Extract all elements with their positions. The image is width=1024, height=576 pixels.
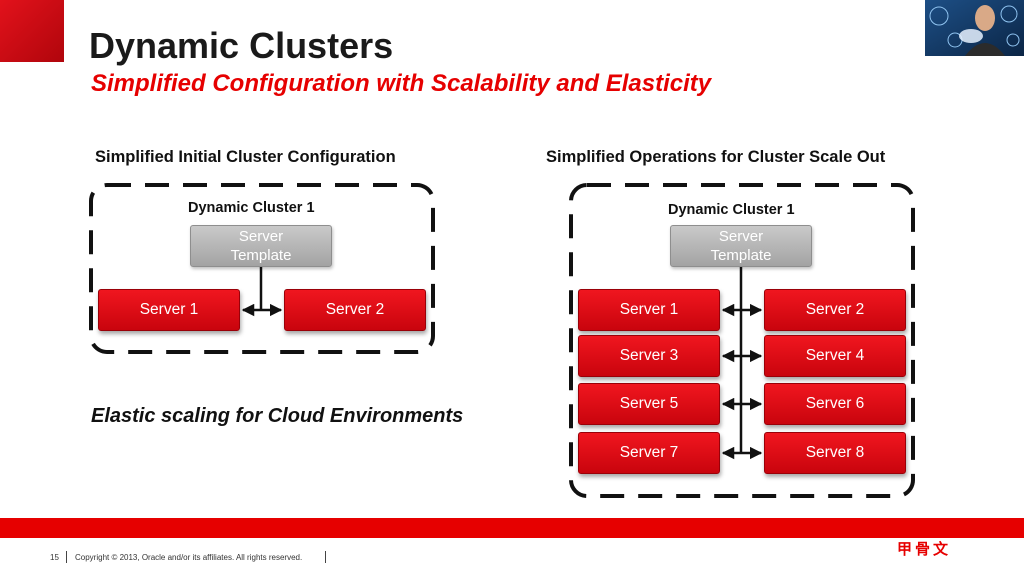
- right-server-node: Server 5: [578, 383, 720, 425]
- right-server-node: Server 7: [578, 432, 720, 474]
- oracle-chinese-logo: 甲骨文: [897, 541, 952, 558]
- right-server-node: Server 1: [578, 289, 720, 331]
- right-server-node: Server 6: [764, 383, 906, 425]
- right-server-node: Server 4: [764, 335, 906, 377]
- footer-divider: [325, 551, 326, 563]
- right-server-node: Server 2: [764, 289, 906, 331]
- left-server-template-label: Server Template: [230, 228, 292, 264]
- right-server-node: Server 8: [764, 432, 906, 474]
- right-cluster-label: Dynamic Cluster 1: [668, 202, 795, 218]
- left-server-template: Server Template: [190, 225, 332, 267]
- left-cluster-label: Dynamic Cluster 1: [188, 200, 315, 216]
- page-number: 15: [50, 553, 59, 562]
- right-server-template: Server Template: [670, 225, 812, 267]
- page-subtitle: Simplified Configuration with Scalabilit…: [91, 70, 712, 97]
- right-server-node: Server 3: [578, 335, 720, 377]
- footer-red-bar: [0, 518, 1024, 538]
- brand-red-square: [0, 0, 64, 62]
- copyright-text: Copyright © 2013, Oracle and/or its affi…: [75, 553, 303, 562]
- right-server-template-label: Server Template: [710, 228, 772, 264]
- page-title: Dynamic Clusters: [89, 25, 394, 66]
- left-server-node: Server 2: [284, 289, 426, 331]
- left-server-node: Server 1: [98, 289, 240, 331]
- right-section-title: Simplified Operations for Cluster Scale …: [546, 148, 886, 166]
- cloud-person-photo: [925, 0, 1024, 56]
- footer-divider: [66, 551, 67, 563]
- elastic-scaling-caption: Elastic scaling for Cloud Environments: [91, 405, 464, 427]
- left-cluster-boundary: [89, 183, 435, 354]
- left-section-title: Simplified Initial Cluster Configuration: [95, 148, 396, 166]
- oracle-logo: ORACLE: [897, 521, 963, 537]
- right-cluster-boundary: [569, 183, 915, 498]
